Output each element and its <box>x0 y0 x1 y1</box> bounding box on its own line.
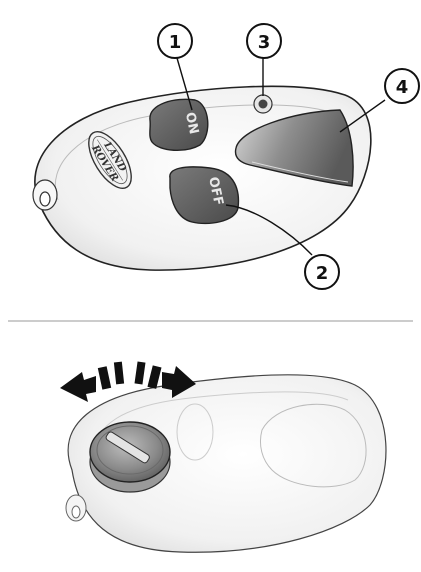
callout-3-label: 3 <box>258 32 271 53</box>
callout-3: 3 <box>247 24 281 58</box>
key-ring-hole-back <box>66 495 86 521</box>
fob-bottom-view <box>60 362 386 553</box>
fob-top-view: LAND ROVER ON OFF <box>33 86 371 270</box>
callout-1: 1 <box>158 24 192 58</box>
callout-4: 4 <box>385 69 419 103</box>
callout-2: 2 <box>305 255 339 289</box>
callout-2-label: 2 <box>316 263 329 284</box>
rotate-left-arrow-icon <box>60 362 124 402</box>
off-button[interactable]: OFF <box>170 167 239 224</box>
led-indicator <box>254 95 272 113</box>
on-button[interactable]: ON <box>150 99 208 150</box>
callout-4-label: 4 <box>396 77 409 98</box>
key-ring-hole <box>33 180 57 210</box>
battery-cover[interactable] <box>90 422 170 492</box>
callout-1-label: 1 <box>169 32 182 53</box>
